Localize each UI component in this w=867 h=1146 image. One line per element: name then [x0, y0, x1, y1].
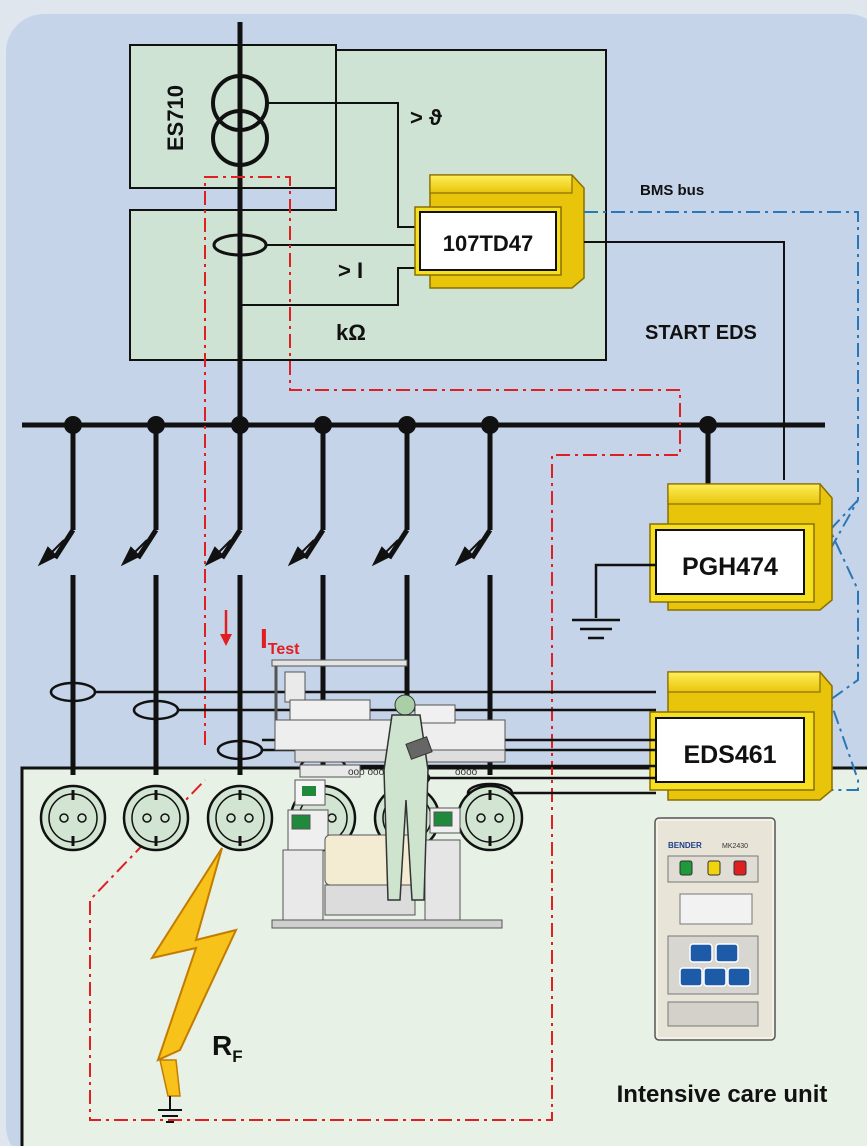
circuit-breaker-icon: [37, 539, 482, 567]
overcurrent-label: > I: [338, 258, 363, 283]
start-eds-label: START EDS: [645, 322, 757, 344]
monitor-label: 107TD47: [443, 231, 534, 256]
transformer-icon: [211, 74, 269, 167]
socket-icon: [456, 784, 524, 852]
svg-text:oooo: oooo: [455, 767, 478, 778]
temp-label: > ϑ: [410, 105, 442, 130]
ground-icon: [572, 618, 620, 640]
fault-label: RF: [212, 1030, 243, 1066]
insulation-label: kΩ: [336, 320, 366, 345]
red-led-icon: [733, 860, 747, 876]
panel-brand: BENDER: [668, 841, 702, 850]
eds-device: EDS461: [649, 671, 833, 801]
svg-text:ooo ooo: ooo ooo: [348, 767, 385, 778]
yellow-led-icon: [707, 860, 721, 876]
bms-bus-label: BMS bus: [640, 182, 704, 199]
green-led-icon: [679, 860, 693, 876]
transformer-box: [129, 44, 337, 189]
start-eds-line: [584, 241, 785, 480]
transformer-label: ES710: [163, 85, 188, 151]
eds-label: EDS461: [683, 741, 776, 769]
test-current-label: ITest: [260, 623, 300, 658]
socket-icon: [39, 784, 107, 852]
pgh-label: PGH474: [682, 553, 778, 581]
temp-sense-line: [268, 102, 418, 228]
pgh-device: PGH474: [649, 483, 833, 611]
icu-label: Intensive care unit: [617, 1081, 828, 1108]
panel-model: MK2430: [722, 843, 748, 850]
alarm-panel: BENDER MK2430: [654, 817, 776, 1041]
socket-icon: [206, 784, 274, 852]
feeder-2: [135, 416, 165, 775]
monitor-device: 107TD47: [414, 174, 585, 289]
lightning-icon: [149, 847, 238, 1123]
test-current-path: [89, 176, 681, 1121]
bms-bus-line: [584, 211, 859, 500]
socket-icon: [122, 784, 190, 852]
icu-illustration: ooo ooo oooo: [271, 659, 506, 929]
feeder-1: [52, 416, 82, 775]
